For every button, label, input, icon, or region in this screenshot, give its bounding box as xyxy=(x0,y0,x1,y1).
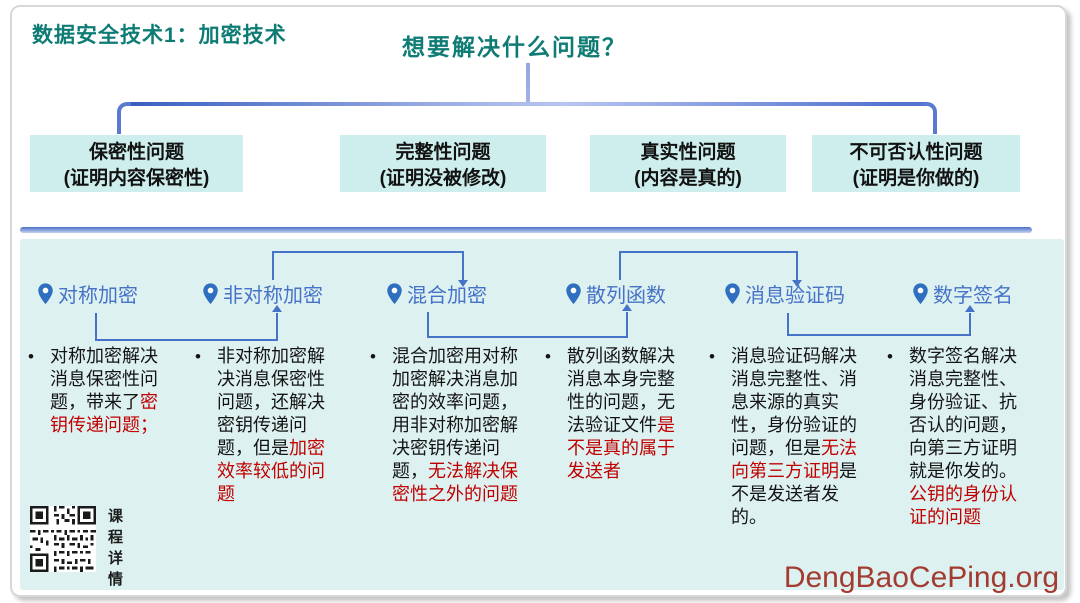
description-text: 数字签名解决消息完整性、身份验证、抗否认的问题，向第三方证明就是你发的。 xyxy=(909,346,1017,481)
problem-title: 真实性问题 xyxy=(640,142,736,163)
map-pin-icon xyxy=(913,282,928,304)
connector-arrow-hybrid-to-hash xyxy=(427,304,632,338)
bracket-stem xyxy=(526,63,530,105)
map-pin-icon xyxy=(38,282,53,304)
map-pin-icon xyxy=(387,282,402,304)
technique-column: • 非对称加密解决消息保密性问题，还解决密钥传递问题，但是加密效率较低的问题 xyxy=(195,345,341,506)
bullet: • xyxy=(195,347,201,366)
bullet: • xyxy=(545,347,551,366)
technique-column: • 混合加密用对称加密解决消息加密的效率问题，用非对称加密解决密钥传递问题，无法解… xyxy=(370,345,518,506)
question-title: 想要解决什么问题？ xyxy=(402,34,627,60)
bracket-gradient xyxy=(131,102,923,106)
technique-description: 混合加密用对称加密解决消息加密的效率问题，用非对称加密解决密钥传递问题，无法解决… xyxy=(392,345,518,506)
connector-arrow-mac-to-signature xyxy=(787,305,975,336)
problem-note: (证明内容保密性) xyxy=(63,168,210,189)
technique-header: 混合加密 xyxy=(386,279,487,308)
technique-label: 非对称加密 xyxy=(223,285,323,307)
technique-label: 数字签名 xyxy=(933,285,1013,307)
problem-box: 保密性问题 (证明内容保密性) xyxy=(30,135,243,192)
technique-column: • 对称加密解决消息保密性问题，带来了密钥传递问题； xyxy=(28,345,174,437)
problem-note: (证明没被修改) xyxy=(379,168,507,189)
description-text: 散列函数解决消息本身完整性的问题，无法验证文件 xyxy=(567,346,675,435)
problem-title: 不可否认性问题 xyxy=(849,142,983,163)
technique-description: 散列函数解决消息本身完整性的问题，无法验证文件是不是真的属于发送者 xyxy=(567,345,691,483)
map-pin-icon xyxy=(203,282,218,304)
technique-label: 混合加密 xyxy=(407,285,487,307)
arrow-up-icon xyxy=(272,305,282,312)
problem-box: 真实性问题 (内容是真的) xyxy=(590,135,786,192)
description-text: 消息验证码解决消息完整性、消息来源的真实性，身份验证的问题，但是 xyxy=(731,346,857,458)
technique-column: • 消息验证码解决消息完整性、消息来源的真实性，身份验证的问题，但是无法向第三方证… xyxy=(709,345,861,529)
arrow-down-icon xyxy=(792,280,802,287)
description-highlight: 公钥的身份认证的问题 xyxy=(909,484,1017,527)
connector-arrow-sym-to-asym xyxy=(95,305,282,341)
slide-card: 数据安全技术1：加密技术 想要解决什么问题？ 保密性问题 (证明内容保密性) 完整性… xyxy=(10,5,1067,597)
technique-column: • 数字签名解决消息完整性、身份验证、抗否认的问题，向第三方证明就是你发的。公钥的… xyxy=(887,345,1033,529)
description-highlight: 密钥传递问题； xyxy=(50,392,158,435)
technique-description: 对称加密解决消息保密性问题，带来了密钥传递问题； xyxy=(50,345,174,437)
connector-arrow-hash-to-mac xyxy=(619,251,802,287)
description-highlight: 是不是真的属于发送者 xyxy=(567,415,675,481)
arrow-up-icon xyxy=(965,305,975,312)
techniques-panel xyxy=(20,239,1064,590)
qr-code xyxy=(30,506,96,572)
technique-header: 非对称加密 xyxy=(202,279,323,308)
technique-label: 散列函数 xyxy=(586,285,666,307)
description-text: 混合加密用对称加密解决消息加密的效率问题，用非对称加密解决密钥传递问题， xyxy=(392,346,518,481)
problem-title: 完整性问题 xyxy=(395,142,491,163)
problem-note: (证明是你做的) xyxy=(852,168,980,189)
section-divider xyxy=(20,227,1032,233)
technique-header: 对称加密 xyxy=(37,279,138,308)
slide-title: 数据安全技术1：加密技术 xyxy=(32,24,287,47)
technique-header: 消息验证码 xyxy=(724,279,845,308)
bullet: • xyxy=(709,347,715,366)
map-pin-icon xyxy=(725,282,740,304)
technique-description: 非对称加密解决消息保密性问题，还解决密钥传递问题，但是加密效率较低的问题 xyxy=(217,345,341,506)
arrow-up-icon xyxy=(622,304,632,311)
watermark: DengBaoCePing.org xyxy=(783,561,1059,594)
map-pin-icon xyxy=(566,282,581,304)
description-text: 是不是发送者发的。 xyxy=(731,461,857,527)
problem-box: 不可否认性问题 (证明是你做的) xyxy=(812,135,1020,192)
problem-note: (内容是真的) xyxy=(634,168,742,189)
technique-label: 消息验证码 xyxy=(745,285,845,307)
bullet: • xyxy=(28,347,34,366)
description-highlight: 无法解决保密性之外的问题 xyxy=(392,461,518,504)
description-text: 非对称加密解决消息保密性问题，还解决密钥传递问题，但是 xyxy=(217,346,325,458)
description-highlight: 无法向第三方证明 xyxy=(731,438,857,481)
technique-column: • 散列函数解决消息本身完整性的问题，无法验证文件是不是真的属于发送者 xyxy=(545,345,691,483)
bracket xyxy=(117,102,937,134)
bullet: • xyxy=(887,347,893,366)
description-highlight: 加密效率较低的问题 xyxy=(217,438,325,504)
technique-header: 散列函数 xyxy=(565,279,666,308)
arrow-down-icon xyxy=(458,280,468,287)
technique-description: 数字签名解决消息完整性、身份验证、抗否认的问题，向第三方证明就是你发的。公钥的身… xyxy=(909,345,1033,529)
technique-label: 对称加密 xyxy=(58,285,138,307)
qr-caption: 课程详情 xyxy=(106,508,123,592)
bullet: • xyxy=(370,347,376,366)
problem-title: 保密性问题 xyxy=(88,142,184,163)
problem-box: 完整性问题 (证明没被修改) xyxy=(340,135,546,192)
description-text: 对称加密解决消息保密性问题，带来了 xyxy=(50,346,158,412)
connector-arrow-asym-to-hybrid xyxy=(272,251,468,287)
technique-description: 消息验证码解决消息完整性、消息来源的真实性，身份验证的问题，但是无法向第三方证明… xyxy=(731,345,861,529)
technique-header: 数字签名 xyxy=(912,279,1013,308)
